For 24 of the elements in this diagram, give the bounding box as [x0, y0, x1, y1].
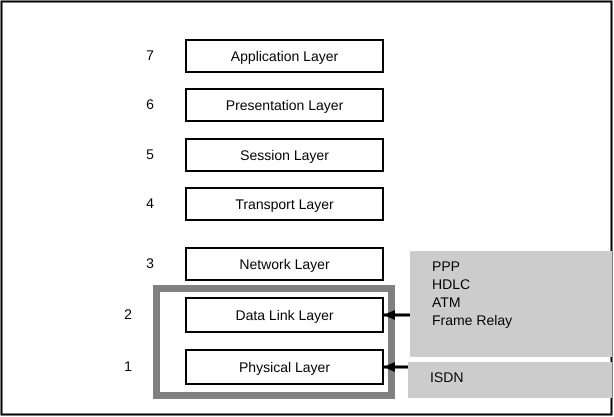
layer-number: 2 [123, 306, 133, 322]
layer-number: 6 [145, 96, 155, 112]
protocol-name: Frame Relay [432, 311, 512, 329]
layer-number: 7 [145, 47, 155, 63]
protocol-box [410, 251, 612, 357]
layer-number: 3 [145, 255, 155, 271]
protocol-name: HDLC [432, 275, 470, 293]
layer-number: 4 [145, 195, 155, 211]
protocol-name: ISDN [430, 368, 464, 386]
layer-box: Session Layer [185, 138, 384, 172]
layer-box: Application Layer [185, 39, 384, 73]
layer-box: Transport Layer [185, 187, 384, 221]
protocol-name: ATM [432, 293, 461, 311]
layer-box: Presentation Layer [185, 88, 384, 122]
layer-box: Data Link Layer [185, 297, 384, 333]
layer-box: Physical Layer [185, 349, 384, 385]
arrow [383, 310, 410, 320]
protocol-name: PPP [432, 257, 460, 275]
protocol-box [408, 362, 612, 398]
layer-box: Network Layer [185, 247, 384, 281]
arrow [383, 362, 408, 372]
group-frame [153, 285, 395, 399]
layer-number: 1 [123, 358, 133, 374]
layer-number: 5 [145, 146, 155, 162]
